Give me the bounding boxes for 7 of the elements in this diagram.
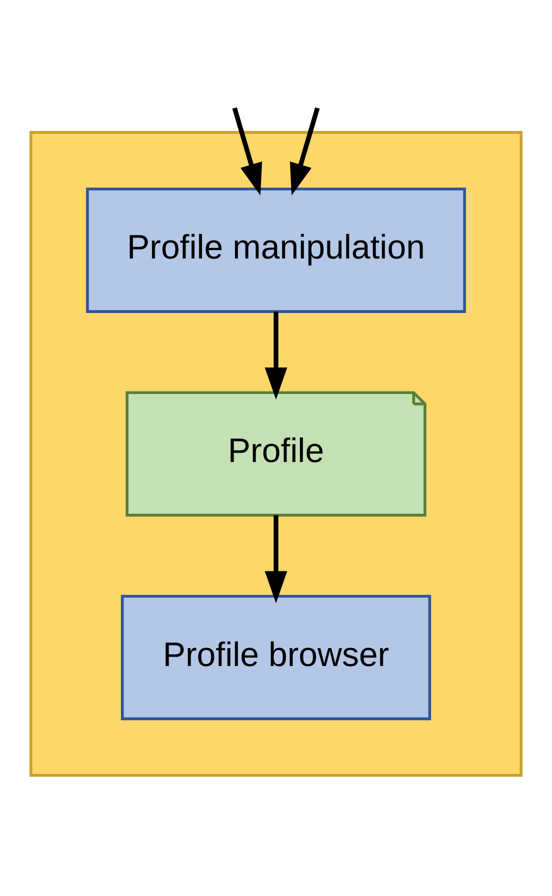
arrow [264, 514, 288, 603]
node-box: Profile browser [120, 594, 432, 720]
arrow [264, 311, 288, 400]
arrow [232, 106, 262, 195]
node-box: Profile manipulation [86, 187, 466, 312]
cluster [29, 130, 523, 776]
arrow [290, 106, 320, 195]
